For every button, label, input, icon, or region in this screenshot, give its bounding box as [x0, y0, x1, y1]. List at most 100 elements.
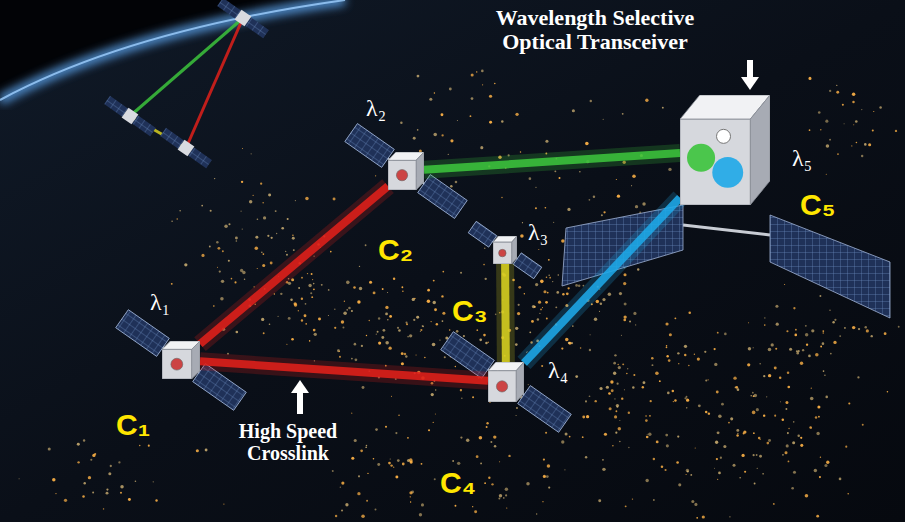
city-light [498, 497, 500, 499]
city-light [457, 462, 460, 465]
city-lights [19, 70, 900, 519]
city-light [262, 202, 264, 204]
city-light [763, 375, 765, 377]
city-light [318, 317, 321, 320]
city-light [793, 307, 795, 309]
city-light [832, 321, 834, 323]
city-light [736, 434, 738, 436]
leader-arrow [741, 60, 759, 90]
city-light [490, 441, 492, 443]
city-light [351, 413, 352, 414]
city-light [819, 476, 821, 478]
city-light [868, 143, 871, 146]
city-light [449, 88, 452, 91]
city-light [661, 465, 664, 468]
city-light [452, 460, 454, 462]
city-light [723, 445, 726, 448]
city-light [676, 461, 679, 464]
city-light [171, 220, 172, 221]
city-light [236, 331, 239, 334]
city-light [545, 432, 547, 434]
city-light [442, 271, 444, 273]
city-light [434, 92, 435, 93]
city-light [728, 422, 730, 424]
city-light [686, 407, 688, 409]
city-light [120, 492, 122, 494]
city-light [642, 202, 645, 205]
city-light [589, 199, 591, 201]
city-light [390, 458, 391, 459]
horizon-line [0, 0, 345, 100]
city-light [786, 444, 789, 447]
city-light [255, 246, 259, 250]
city-light [651, 357, 654, 360]
city-light [345, 503, 348, 506]
city-light [754, 483, 756, 485]
city-light [429, 98, 432, 101]
city-light [420, 329, 422, 331]
city-light [779, 376, 781, 378]
city-light [269, 323, 271, 325]
city-light [753, 432, 755, 434]
wavelength-label: λ₄ [548, 358, 568, 382]
city-light [217, 247, 220, 250]
city-light [774, 415, 776, 417]
city-light [148, 445, 150, 447]
city-light [385, 426, 387, 428]
city-light [603, 119, 604, 120]
city-light [820, 456, 821, 457]
city-light [621, 397, 623, 399]
city-light [538, 301, 541, 304]
city-light [234, 281, 236, 283]
city-light [334, 308, 336, 310]
city-light [866, 329, 869, 332]
city-light [625, 505, 627, 507]
city-light [455, 366, 456, 367]
city-light [628, 447, 629, 448]
city-light [565, 432, 568, 435]
city-light [645, 99, 648, 102]
city-light [794, 334, 797, 337]
city-light [816, 515, 819, 518]
city-light [472, 506, 473, 507]
city-light [271, 237, 273, 239]
city-light [748, 347, 751, 350]
city-light [201, 254, 204, 257]
city-light [822, 342, 825, 345]
city-light [830, 353, 832, 355]
city-light [546, 317, 548, 319]
city-light [267, 235, 269, 237]
city-light [277, 316, 278, 317]
city-light [768, 439, 771, 442]
city-light [748, 322, 749, 323]
city-light [752, 392, 754, 394]
city-light [575, 284, 578, 287]
city-light [662, 107, 664, 109]
city-light [294, 302, 297, 305]
city-light [436, 323, 438, 325]
city-light [518, 286, 521, 289]
city-light [684, 345, 687, 348]
city-light [261, 318, 264, 321]
city-light [784, 284, 785, 285]
city-light [413, 319, 415, 321]
city-light [825, 396, 828, 399]
city-light [820, 129, 821, 130]
city-light [435, 413, 436, 414]
city-light [253, 195, 254, 196]
city-light [686, 469, 689, 472]
city-light [479, 436, 483, 440]
city-light [672, 390, 675, 393]
city-light [228, 223, 230, 225]
city-light [378, 317, 380, 319]
city-light [602, 298, 605, 301]
city-light [819, 295, 821, 297]
city-light [388, 462, 391, 465]
city-light [780, 401, 781, 402]
city-light [499, 494, 502, 497]
city-light [665, 322, 668, 325]
city-light [741, 454, 744, 457]
city-light [809, 129, 811, 131]
city-light [312, 279, 313, 280]
solar-panels [116, 124, 890, 433]
